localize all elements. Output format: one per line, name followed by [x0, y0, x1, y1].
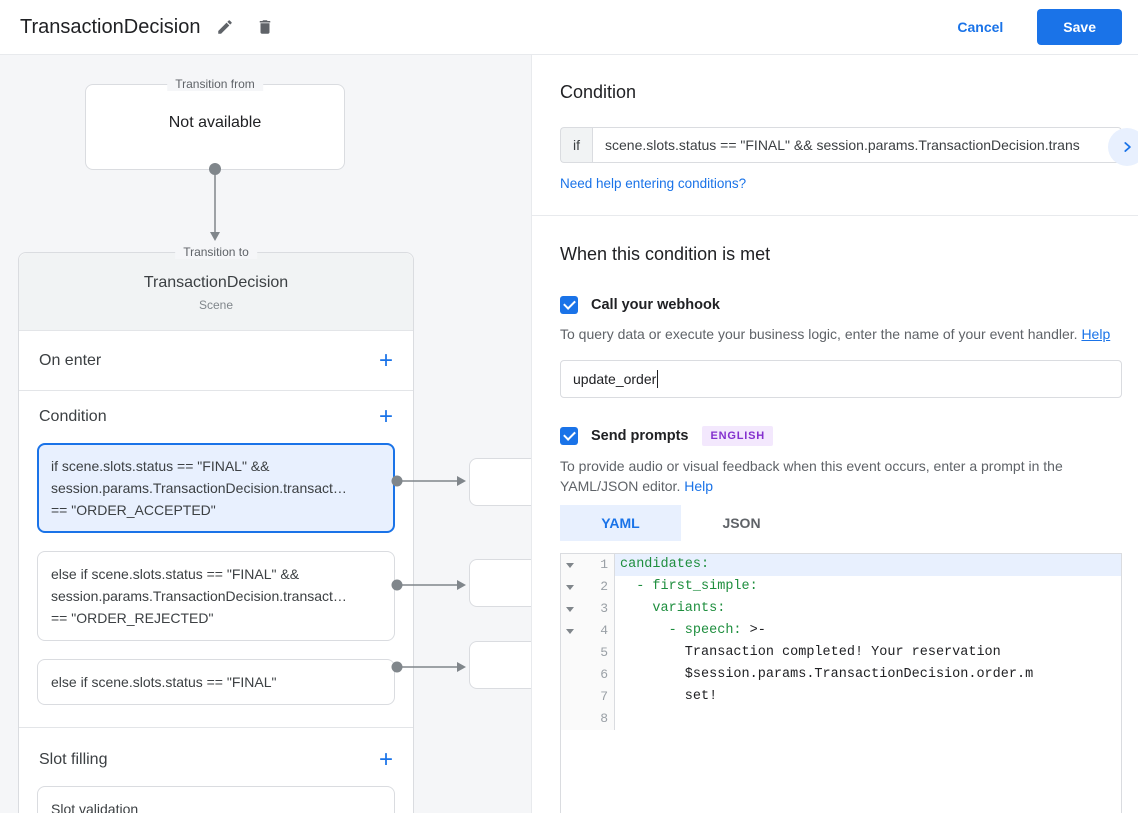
scene-header: TransactionDecision Scene	[19, 253, 413, 331]
condition-expression-row: if scene.slots.status == "FINAL" && sess…	[560, 127, 1122, 163]
webhook-helper: To query data or execute your business l…	[560, 324, 1115, 344]
webhook-checkbox[interactable]	[560, 296, 578, 314]
condition-line: == "ORDER_REJECTED"	[51, 610, 214, 626]
save-button[interactable]: Save	[1037, 9, 1122, 45]
line-number: 7	[600, 689, 608, 704]
scene-flow-canvas: Transition from Not available Transition…	[0, 55, 531, 813]
transition-target-box[interactable]	[469, 641, 531, 689]
add-on-enter-button[interactable]: +	[378, 346, 393, 374]
line-number: 1	[600, 557, 608, 572]
condition-card-rejected[interactable]: else if scene.slots.status == "FINAL" &&…	[37, 551, 395, 641]
fold-toggle[interactable]	[561, 562, 579, 568]
condition-line: else if scene.slots.status == "FINAL" &&	[51, 566, 300, 582]
code-key: - speech:	[620, 623, 742, 638]
code-line	[615, 708, 1121, 730]
transition-from-label: Transition from	[167, 77, 263, 91]
fold-toggle[interactable]	[561, 584, 579, 590]
webhook-help-link[interactable]: Help	[1081, 326, 1111, 342]
editor-format-tabs: YAML JSON	[560, 505, 1122, 541]
condition-help-link[interactable]: Need help entering conditions?	[560, 176, 747, 191]
prompts-help-link[interactable]: Help	[684, 478, 714, 494]
condition-line: session.params.TransactionDecision.trans…	[51, 588, 347, 604]
line-number: 2	[600, 579, 608, 594]
transition-to-label: Transition to	[175, 245, 257, 259]
tab-yaml[interactable]: YAML	[560, 505, 681, 541]
condition-line: session.params.TransactionDecision.trans…	[51, 480, 347, 496]
on-enter-section: On enter +	[19, 331, 413, 391]
edit-button[interactable]	[210, 12, 240, 42]
panel-divider	[532, 215, 1138, 216]
if-prefix: if	[560, 127, 592, 163]
top-bar: TransactionDecision Cancel Save	[0, 0, 1138, 55]
condition-card-accepted[interactable]: if scene.slots.status == "FINAL" && sess…	[37, 443, 395, 533]
transition-target-box[interactable]	[469, 458, 531, 506]
code-line: candidates:	[615, 554, 1121, 576]
code-line: $session.params.TransactionDecision.orde…	[620, 667, 1034, 682]
cancel-button[interactable]: Cancel	[957, 19, 1004, 35]
code-line: Transaction completed! Your reservation	[620, 645, 1001, 660]
line-number: 6	[600, 667, 608, 682]
tab-json[interactable]: JSON	[681, 505, 802, 541]
collapse-panel-button[interactable]	[1108, 128, 1138, 166]
condition-card-final[interactable]: else if scene.slots.status == "FINAL"	[37, 659, 395, 705]
text-caret	[657, 370, 659, 388]
yaml-editor[interactable]: 1 candidates: 2 - first_simple: 3 varian…	[560, 553, 1122, 813]
slot-filling-label: Slot filling	[39, 751, 108, 768]
transition-from-box: Transition from Not available	[85, 77, 345, 170]
code-line: - first_simple:	[620, 579, 758, 594]
add-slot-button[interactable]: +	[378, 746, 393, 773]
delete-button[interactable]	[250, 12, 280, 42]
prompts-helper-text: To provide audio or visual feedback when…	[560, 458, 1063, 494]
condition-line: if scene.slots.status == "FINAL" &&	[51, 458, 270, 474]
slot-filling-section: Slot filling +	[19, 734, 413, 786]
trash-icon	[260, 20, 271, 34]
page-title: TransactionDecision	[20, 15, 201, 38]
webhook-helper-text: To query data or execute your business l…	[560, 326, 1078, 342]
webhook-label: Call your webhook	[591, 297, 720, 313]
code-text: >-	[741, 623, 766, 638]
send-prompts-label: Send prompts	[591, 428, 689, 444]
pencil-icon	[218, 20, 233, 34]
language-badge: ENGLISH	[702, 426, 773, 446]
event-handler-input[interactable]: update_order	[560, 360, 1122, 398]
send-prompts-row: Send prompts ENGLISH	[560, 426, 1122, 446]
line-number: 3	[600, 601, 608, 616]
add-condition-button[interactable]: +	[378, 403, 393, 430]
transition-from-content: Not available	[168, 114, 262, 131]
panel-title: Condition	[560, 82, 637, 102]
line-number: 8	[600, 711, 608, 726]
code-line: variants:	[620, 601, 726, 616]
slot-validation-card[interactable]: Slot validation	[37, 786, 395, 813]
line-number: 4	[600, 623, 608, 638]
condition-line: else if scene.slots.status == "FINAL"	[51, 674, 277, 690]
transition-target-box[interactable]	[469, 559, 531, 607]
chevron-right-icon	[1124, 142, 1131, 152]
condition-section-label: Condition	[39, 408, 107, 425]
code-line: set!	[620, 689, 718, 704]
fold-toggle[interactable]	[561, 628, 579, 634]
send-prompts-checkbox[interactable]	[560, 427, 578, 445]
event-handler-value: update_order	[573, 371, 657, 387]
code-line: - speech: >-	[615, 620, 1121, 642]
webhook-row: Call your webhook	[560, 296, 1122, 314]
on-enter-label: On enter	[39, 351, 102, 369]
condition-editor-panel: Condition if scene.slots.status == "FINA…	[531, 55, 1138, 813]
when-met-title: When this condition is met	[560, 244, 771, 264]
prompts-helper: To provide audio or visual feedback when…	[560, 456, 1115, 496]
transition-to-card: Transition to TransactionDecision Scene …	[18, 245, 414, 813]
scene-title: TransactionDecision	[143, 274, 289, 291]
scene-subtitle: Scene	[198, 298, 234, 312]
condition-section: Condition + if scene.slots.status == "FI…	[19, 391, 413, 728]
condition-expression-input[interactable]: scene.slots.status == "FINAL" && session…	[592, 127, 1122, 163]
fold-toggle[interactable]	[561, 606, 579, 612]
condition-line: == "ORDER_ACCEPTED"	[51, 502, 216, 518]
line-number: 5	[600, 645, 608, 660]
